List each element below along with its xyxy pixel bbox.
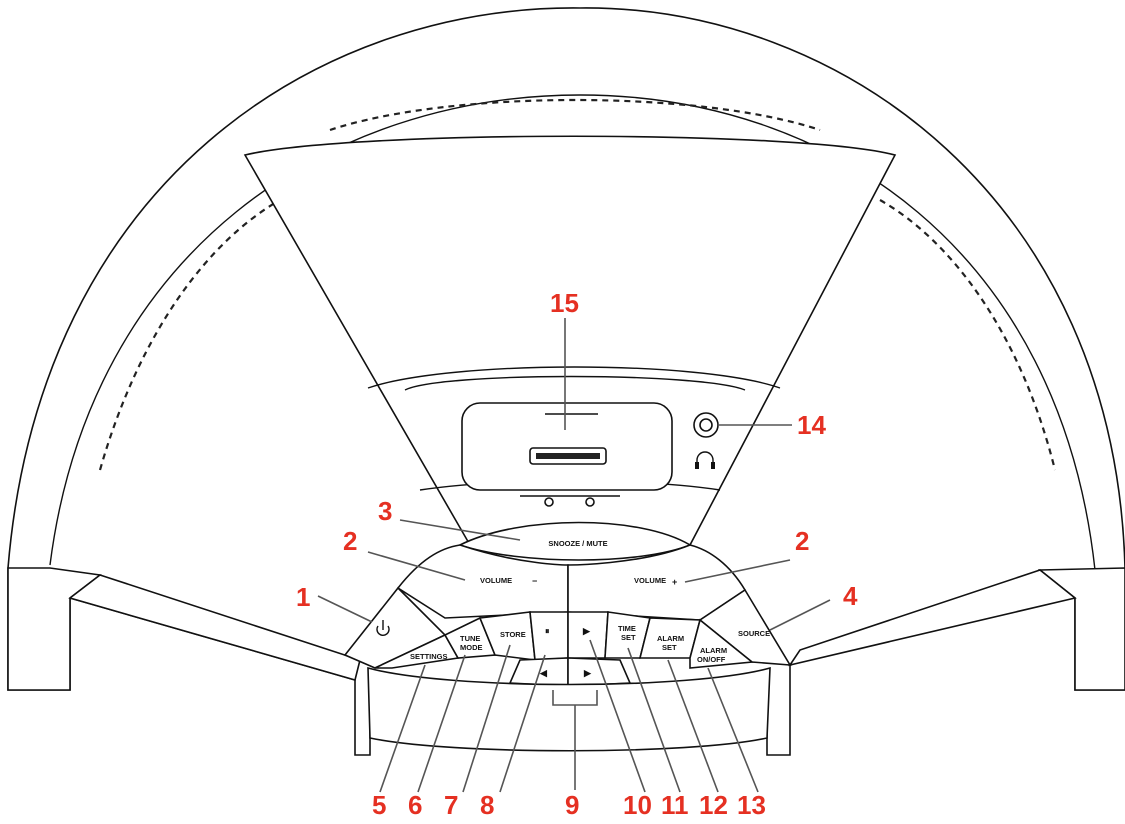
volume-plus-label: VOLUME [634,576,666,585]
callout-2-left: 2 [343,526,357,556]
dock-tray [461,402,673,491]
dock-connector-pins [536,453,600,459]
next-button[interactable] [567,657,632,687]
pause-button[interactable] [529,611,569,661]
right-base-bar [788,569,1077,667]
volume-plus-sign: + [672,577,677,587]
volume-minus-sign: − [532,576,537,586]
source-label: SOURCE [738,629,770,638]
settings-label: SETTINGS [410,652,448,661]
callout-4: 4 [843,581,858,611]
time-set-label-2: SET [621,633,636,642]
snooze-mute-label: SNOOZE / MUTE [548,539,607,548]
dome-hatch-top [329,98,821,132]
inner-dome-edge [49,94,1096,571]
dome-hatch-right [879,199,1057,471]
callout-10: 10 [623,790,652,819]
alarm-onoff-button[interactable] [689,618,755,669]
callout-1: 1 [296,582,310,612]
callout-9: 9 [565,790,579,819]
play-label: ▶ [582,626,591,636]
alarm-set-label-2: SET [662,643,677,652]
callout-6: 6 [408,790,422,819]
leader-lines [317,318,831,793]
callout-5: 5 [372,790,386,819]
callout-7: 7 [444,790,458,819]
dock-screw-left [544,497,554,507]
callout-12: 12 [699,790,728,819]
headphone-jack-hole [699,418,713,432]
volume-minus-label: VOLUME [480,576,512,585]
dock-recess [404,375,746,391]
prev-label: ◀ [539,668,548,678]
alarm-set-label-1: ALARM [657,634,684,643]
store-label: STORE [500,630,526,639]
tune-mode-label-1: TUNE [460,634,480,643]
callout-11: 11 [661,790,689,819]
callout-13: 13 [737,790,766,819]
callout-15: 15 [550,288,579,318]
alarm-onoff-label-1: ALARM [700,646,727,655]
power-icon [376,620,390,636]
dome-hatch-left [98,199,281,471]
callout-14: 14 [797,410,826,440]
front-panel-edge [367,366,781,389]
callout-3: 3 [378,496,392,526]
callout-2-right: 2 [795,526,809,556]
volume-plus-button[interactable] [567,544,747,621]
dock-screw-right [585,497,595,507]
pause-label: ⏸ [545,626,550,636]
callout-8: 8 [480,790,494,819]
tune-mode-label-2: MODE [460,643,483,652]
time-set-label-1: TIME [618,624,636,633]
headphone-icon [695,451,715,469]
next-label: ▶ [583,668,592,678]
base-tray [367,666,771,752]
alarm-onoff-label-2: ON/OFF [697,655,726,664]
